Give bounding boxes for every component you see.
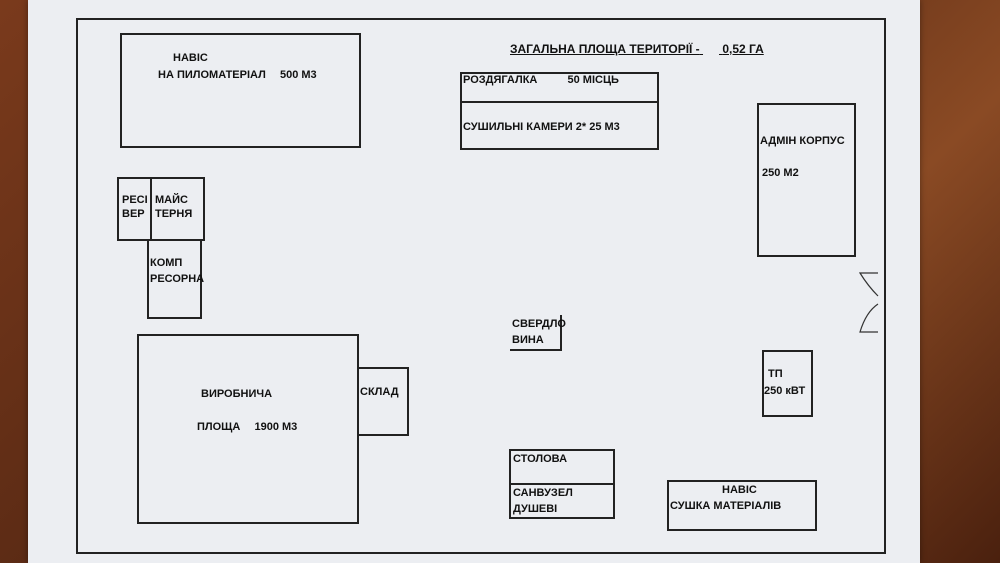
drying-shed-line2: СУШКА МАТЕРІАЛІВ xyxy=(670,500,782,512)
compressor-line2: РЕСОРНА xyxy=(150,273,205,285)
workshop-line1: МАЙС xyxy=(155,194,188,206)
lumber-shed-line2: НА ПИЛОМАТЕРІАЛ 500 М3 xyxy=(158,69,317,83)
warehouse xyxy=(357,367,409,436)
title-text: ЗАГАЛЬНА ПЛОЩА ТЕРИТОРІЇ - xyxy=(510,42,700,56)
drying-chamber-label: СУШИЛЬНІ КАМЕРИ 2* 25 М3 xyxy=(463,121,620,135)
compressor-room xyxy=(147,239,202,319)
well xyxy=(510,315,562,351)
warehouse-name: СКЛАД xyxy=(360,386,399,398)
admin-building-area: 250 М2 xyxy=(762,167,799,179)
transformer-substation xyxy=(762,350,813,417)
changing-room-name: РОЗДЯГАЛКА xyxy=(463,74,538,86)
canteen-name: СТОЛОВА xyxy=(513,453,568,465)
drying-shed-line1: НАВІС xyxy=(722,484,757,496)
production-area-word: ПЛОЩА xyxy=(197,421,241,433)
canteen-divider xyxy=(509,483,615,485)
paper-sheet xyxy=(28,0,920,563)
changing-room-capacity: 50 МІСЦЬ xyxy=(567,74,619,86)
admin-building-name: АДМІН КОРПУС xyxy=(760,135,845,147)
site-title: ЗАГАЛЬНА ПЛОЩА ТЕРИТОРІЇ - 0,52 ГА xyxy=(510,42,764,56)
receiver-line2: ВЕР xyxy=(122,208,145,220)
lumber-shed xyxy=(120,33,361,148)
lumber-shed-name: НА ПИЛОМАТЕРІАЛ xyxy=(158,69,266,81)
well-line1: СВЕРДЛО xyxy=(512,318,566,330)
gate-icon xyxy=(858,272,879,333)
workshop-line2: ТЕРНЯ xyxy=(155,208,193,220)
changing-drying-divider xyxy=(460,101,659,103)
admin-building xyxy=(757,103,856,257)
compressor-line1: КОМП xyxy=(150,257,183,269)
receiver-divider xyxy=(150,177,152,241)
lumber-shed-line1: НАВІС xyxy=(173,52,208,64)
drying-shed xyxy=(667,480,817,531)
site-boundary xyxy=(76,18,886,554)
receiver-line1: РЕСІ xyxy=(122,194,148,206)
drying-chamber-name: СУШИЛЬНІ КАМЕРИ xyxy=(463,121,573,133)
well-line2: ВИНА xyxy=(512,334,544,346)
title-area: 0,52 ГА xyxy=(722,42,764,56)
changing-drying-block xyxy=(460,72,659,150)
production-area-label: ПЛОЩА 1900 М3 xyxy=(197,421,297,435)
transformer-line2: 250 кВТ xyxy=(764,385,806,397)
sanitary-line1: САНВУЗЕЛ xyxy=(513,487,573,499)
transformer-line1: ТП xyxy=(768,368,783,380)
lumber-shed-volume: 500 М3 xyxy=(279,69,317,81)
sanitary-line2: ДУШЕВІ xyxy=(513,503,558,515)
production-name: ВИРОБНИЧА xyxy=(201,388,273,400)
drying-chamber-volume: 2* 25 М3 xyxy=(575,121,620,133)
production-area-value: 1900 М3 xyxy=(254,421,298,433)
changing-room-label: РОЗДЯГАЛКА 50 МІСЦЬ xyxy=(463,74,619,88)
